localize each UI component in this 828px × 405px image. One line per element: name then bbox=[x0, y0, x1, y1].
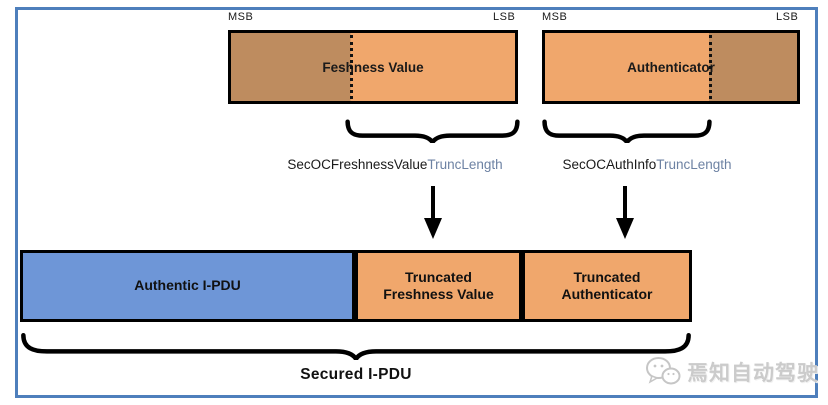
truncated-authenticator-label: Truncated Authenticator bbox=[562, 269, 653, 304]
watermark-text: 焉知自动驾驶 bbox=[687, 362, 819, 385]
auth-trunc-brace bbox=[542, 119, 712, 143]
truncated-freshness-label-line1: Truncated bbox=[405, 268, 472, 285]
freshness-truncation-divider bbox=[350, 35, 354, 99]
freshness-msb-label: MSB bbox=[228, 11, 254, 23]
diagram-border-frame bbox=[15, 7, 818, 398]
watermark: 焉知自动驾驶 bbox=[645, 356, 819, 388]
auth-down-arrow-icon bbox=[615, 184, 635, 240]
auth-trunc-length-label: SecOCAuthInfoTruncLength bbox=[532, 157, 762, 172]
freshness-trunc-length-label: SecOCFreshnessValueTruncLength bbox=[230, 157, 560, 172]
auth-trunc-length-label-main: SecOCAuthInfo bbox=[562, 157, 657, 172]
truncated-authenticator-label-line2: Authenticator bbox=[561, 286, 653, 302]
truncated-authenticator-box: Truncated Authenticator bbox=[522, 250, 692, 322]
freshness-lsb-label: LSB bbox=[493, 11, 516, 23]
wechat-icon bbox=[646, 357, 681, 385]
truncated-freshness-label-line2: Freshness Value bbox=[383, 286, 494, 302]
secured-ipdu-brace bbox=[20, 332, 692, 360]
truncated-freshness-box: Truncated Freshness Value bbox=[355, 250, 522, 322]
auth-msb-label: MSB bbox=[542, 11, 568, 23]
auth-trunc-length-label-suffix: TruncLength bbox=[656, 157, 732, 172]
auth-lsb-label: LSB bbox=[776, 11, 799, 23]
authentic-ipdu-label: Authentic I-PDU bbox=[134, 277, 241, 294]
auth-truncation-divider bbox=[708, 35, 712, 99]
authenticator-box-label: Authenticator bbox=[627, 59, 715, 75]
freshness-value-box-label: Feshness Value bbox=[322, 59, 424, 75]
freshness-trunc-length-label-suffix: TruncLength bbox=[427, 157, 503, 172]
authentic-ipdu-box: Authentic I-PDU bbox=[20, 250, 355, 322]
authenticator-box: Authenticator bbox=[542, 30, 800, 104]
truncated-freshness-label: Truncated Freshness Value bbox=[383, 269, 494, 304]
secured-ipdu-label: Secured I-PDU bbox=[300, 366, 412, 383]
freshness-down-arrow-icon bbox=[423, 184, 443, 240]
freshness-trunc-brace bbox=[345, 119, 520, 143]
freshness-value-box: Feshness Value bbox=[228, 30, 518, 104]
truncated-authenticator-label-line1: Truncated bbox=[573, 268, 641, 285]
freshness-trunc-length-label-main: SecOCFreshnessValue bbox=[287, 157, 428, 172]
